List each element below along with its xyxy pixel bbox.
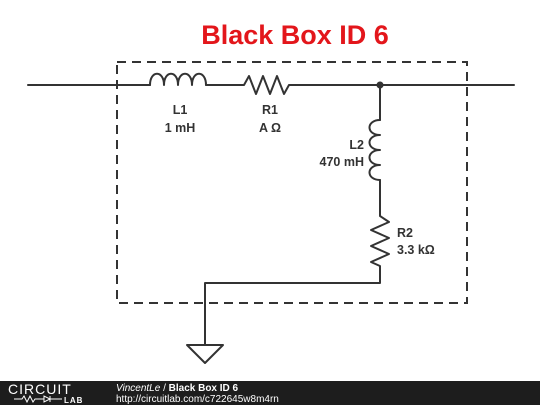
footer-url[interactable]: http://circuitlab.com/c722645w8m4rn (116, 394, 279, 405)
footer-doc-title: Black Box ID 6 (168, 383, 239, 394)
circuitlab-logo-subtext: LAB (64, 396, 84, 405)
l2-name: L2 (349, 138, 364, 152)
l2-value: 470 mH (320, 155, 364, 169)
footer-separator: / (160, 383, 169, 394)
footer-credit: VincentLe / Black Box ID 6 (116, 383, 238, 394)
inductor-l1 (149, 72, 207, 86)
resistor-r1 (239, 75, 297, 95)
r2-name: R2 (397, 226, 413, 240)
circuitlab-logo-icon (14, 395, 62, 403)
l1-name: L1 (173, 103, 188, 117)
footer-bar: CIRCUIT LAB VincentLe / Black Box ID 6 h… (0, 381, 540, 405)
resistor-r2 (370, 211, 390, 271)
l1-value: 1 mH (165, 121, 196, 135)
schematic: L1 1 mH R1 A Ω L2 470 mH R2 3.3 kΩ (27, 61, 515, 364)
circuitlab-logo-text: CIRCUIT (8, 381, 72, 397)
ground-symbol (186, 344, 224, 364)
black-box-boundary (116, 61, 468, 304)
ground-wire (204, 269, 381, 346)
junction-dot (376, 81, 384, 89)
r1-value: A Ω (259, 121, 281, 135)
author-link[interactable]: VincentLe (116, 383, 161, 394)
r1-name: R1 (262, 103, 278, 117)
r2-value: 3.3 kΩ (397, 243, 435, 257)
inductor-l2 (368, 119, 381, 181)
diagram-title: Black Box ID 6 (201, 20, 389, 50)
